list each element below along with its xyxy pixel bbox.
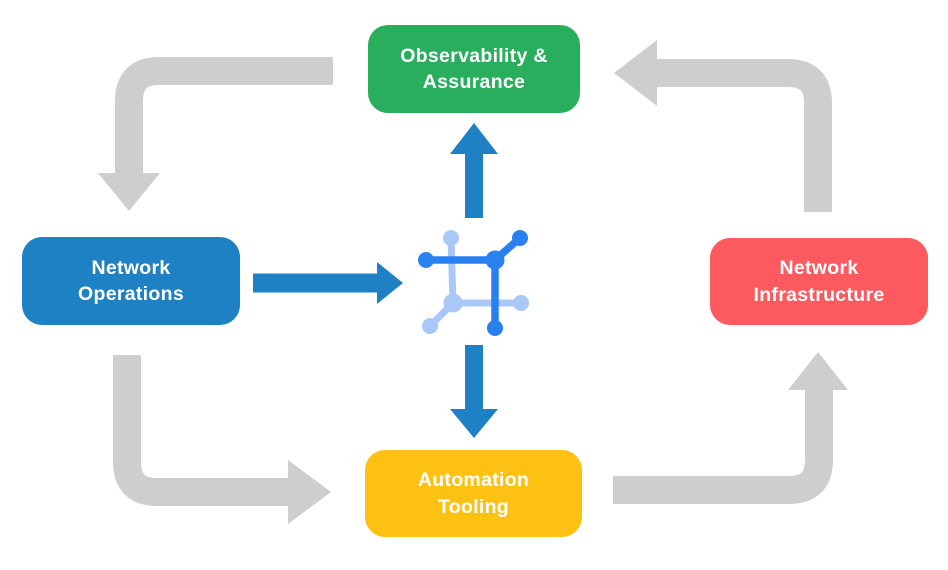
node-automation-tooling: Automation Tooling [365, 450, 582, 537]
network-mesh-icon [418, 230, 529, 336]
node-label-line: Automation [417, 469, 530, 492]
node-network-operations: Network Operations [22, 237, 240, 325]
arrow-automation-to-infrastructure [613, 352, 848, 504]
node-label-line: Network [91, 256, 171, 279]
node-label-line: Infrastructure [753, 283, 885, 306]
node-label-line: Observability & [400, 44, 548, 67]
arrow-observability-to-operations [98, 57, 333, 211]
arrow-operations-to-hub [253, 262, 403, 304]
node-label-line: Operations [78, 283, 184, 305]
node-network-infrastructure: Network Infrastructure [710, 238, 928, 325]
node-label-line: Assurance [422, 71, 526, 93]
arrow-hub-to-observability [450, 123, 498, 218]
arrow-operations-to-automation [113, 355, 331, 524]
node-observability-assurance: Observability & Assurance [368, 25, 580, 113]
arrow-hub-to-automation [450, 345, 498, 438]
node-label-line: Tooling [437, 495, 510, 518]
node-label-line: Network [779, 257, 859, 280]
arrow-infrastructure-to-observability [614, 40, 832, 212]
